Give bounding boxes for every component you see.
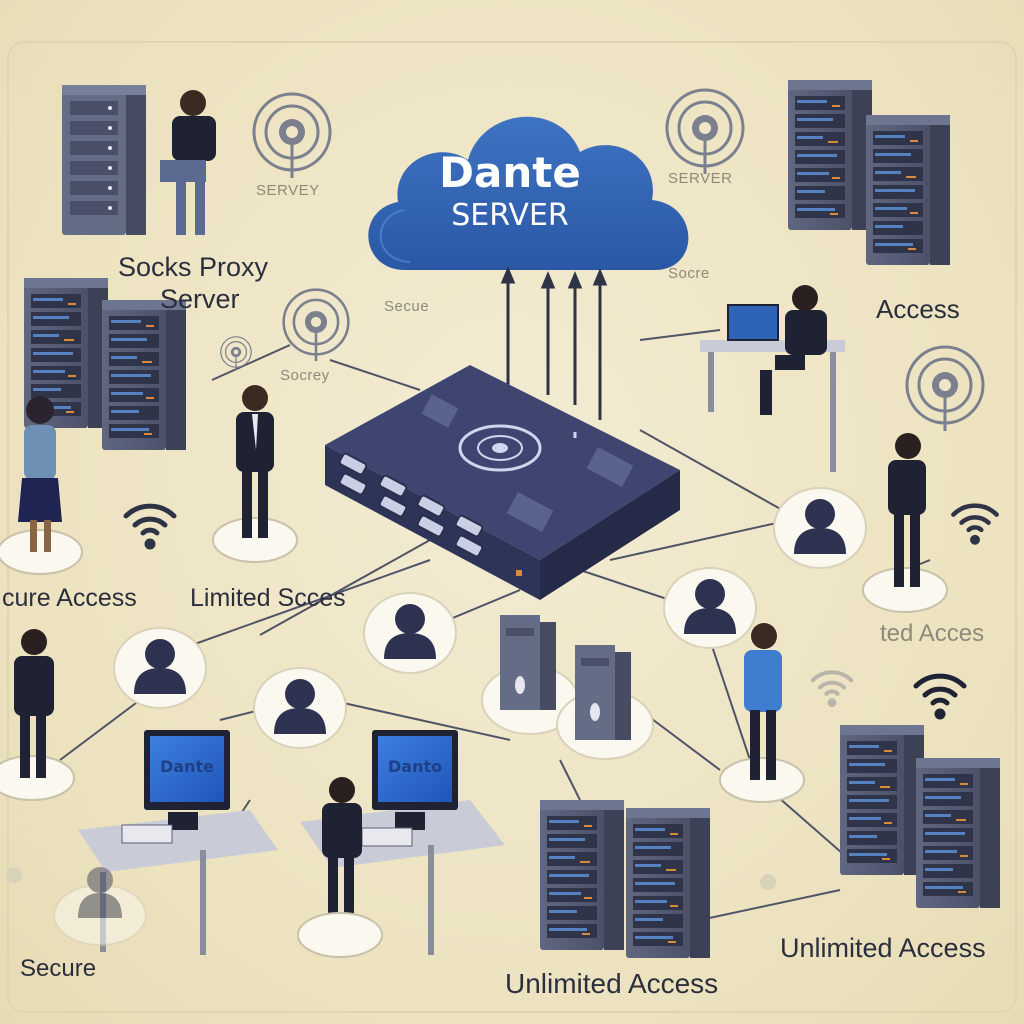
server-rack-top-right-1 [788,80,872,230]
server-rack-bottom-right-2 [916,758,1000,908]
ted-acces-label: ted Acces [880,620,985,647]
cloud-connectors [500,266,608,420]
server-label-faint: SERVER [668,170,733,187]
server-rack-top-right-2 [866,115,950,265]
person-right [862,433,948,613]
servey-label: SERVEY [256,182,320,199]
signal-icon-top-right [665,88,745,176]
signal-icon-top-left [252,92,332,180]
client-tower-2 [556,645,654,760]
desk-left [78,730,278,955]
wifi-icon-bottom-right [916,676,964,719]
connection-lines [19,329,931,921]
avatar-bubble-1 [113,627,207,709]
avatar-bubble-2 [253,667,347,749]
cloud-title: Dante [439,148,581,197]
wifi-icon-right [953,506,996,545]
client-tower-1 [481,615,579,735]
person-suit [212,385,298,563]
monitor-right-text: Danto [388,757,443,776]
person-blue-shirt [719,623,805,803]
signal-icon-left-mid [282,288,350,363]
socre-label: Socre [668,265,710,282]
unlimited-access-right-label: Unlimited Access [780,933,986,963]
central-router [325,365,680,600]
avatar-bubble-5 [773,487,867,569]
limited-scces-label: Limited Scces [190,584,346,612]
small-node [760,874,776,890]
server-rack-mid-left-2 [102,300,186,450]
person-server-top-left [160,90,216,235]
wifi-icon-faint [813,672,851,706]
cloud-subtitle: SERVER [451,198,569,233]
person-bottom-left [0,629,75,801]
secure-label: Secure [20,955,97,982]
socrey-label: Socrey [280,367,330,384]
wifi-icon-left [126,506,174,549]
secure-access-label: cure Access [2,584,137,612]
access-label: Access [876,294,960,324]
server-rack-bottom-2 [626,808,710,958]
server-rack-bottom-1 [540,800,624,950]
server-rack-bottom-right-1 [840,725,924,875]
dante-cloud [368,116,689,270]
server-rack-top-left [62,85,146,235]
unlimited-access-bottom-label: Unlimited Access [505,968,719,999]
socks-proxy-label-line1: Socks Proxy [118,252,269,282]
monitor-left-text: Dante [160,757,214,776]
laptop-workstation [700,285,845,472]
faint-user [53,867,147,946]
signal-icon-right-mid [905,345,985,433]
small-node-left [6,867,22,883]
desk-right [297,730,505,958]
avatar-bubble-3 [363,592,457,674]
secue-label: Secue [384,298,430,315]
avatar-bubble-4 [663,567,757,649]
person-woman-left [0,396,83,575]
socks-proxy-label-line2: Server [160,284,240,314]
